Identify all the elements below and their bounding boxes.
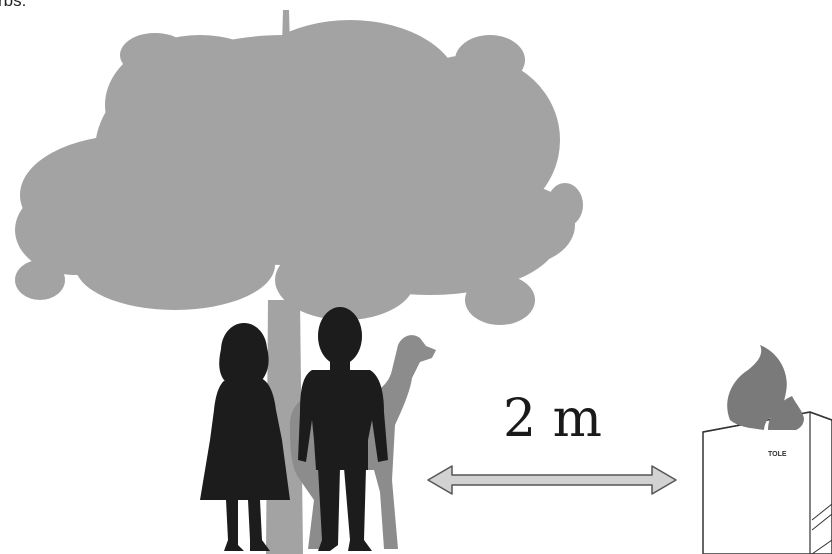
flame-icon [727, 345, 804, 430]
distance-label: 2 m [503, 389, 602, 449]
tree-icon [15, 10, 583, 554]
girl-silhouette-icon [200, 323, 290, 551]
stove-brand-label: TOLE [768, 451, 787, 458]
double-arrow-icon [427, 465, 677, 495]
cropped-caption-text: rbs: [0, 0, 27, 10]
stove-icon: TOLE [702, 411, 832, 554]
boy-silhouette-icon [298, 307, 388, 551]
